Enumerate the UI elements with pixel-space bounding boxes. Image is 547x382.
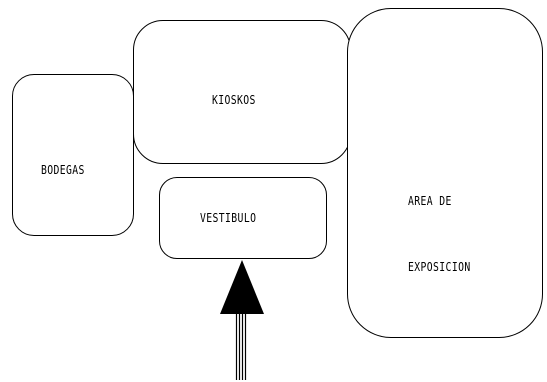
label-bodegas: BODEGAS [41,162,85,177]
label-kioskos: KIOSKOS [212,92,256,107]
label-area-exposicion: AREA DE EXPOSICION [408,146,471,300]
arrow-head [220,260,264,314]
label-vestibulo: VESTIBULO [200,210,257,225]
label-area-line2: EXPOSICION [408,259,471,274]
room-kioskos [133,20,351,164]
entrance-arrow-icon [220,260,264,380]
label-area-line1: AREA DE [408,193,452,208]
room-bodegas [12,74,134,236]
room-vestibulo [159,177,327,259]
room-area-exposicion [347,8,543,338]
